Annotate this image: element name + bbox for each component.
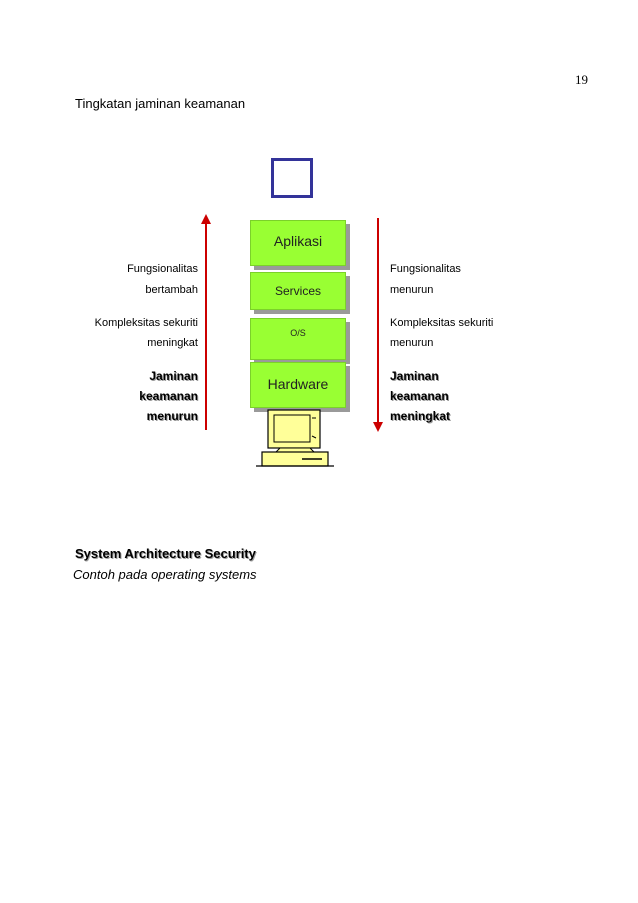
layer-hardware: Hardware — [250, 362, 346, 408]
left-complexity-line1: Kompleksitas sekuriti — [94, 317, 198, 329]
right-functionality-line2: menurun — [390, 284, 434, 296]
layer-hardware-label: Hardware — [267, 376, 329, 392]
left-complexity-line2: meningkat — [147, 337, 198, 349]
layer-aplikasi-label: Aplikasi — [273, 233, 323, 249]
arrow-head-up-icon — [201, 214, 211, 224]
left-functionality-line1: Fungsionalitas — [127, 263, 198, 275]
arrow-head-down-icon — [373, 422, 383, 432]
right-assurance-line2: keamanan — [390, 389, 449, 403]
right-complexity-line1: Kompleksitas sekuriti — [390, 317, 494, 329]
left-assurance-line2: keamanan — [139, 389, 198, 403]
layer-services: Services — [250, 272, 346, 310]
layer-aplikasi: Aplikasi — [250, 220, 346, 266]
right-down-arrow — [377, 218, 379, 424]
layer-services-label: Services — [274, 284, 321, 298]
left-functionality-line2: bertambah — [145, 284, 198, 296]
left-up-arrow — [205, 222, 207, 430]
blue-square-shape — [271, 158, 313, 198]
section-subtitle: Contoh pada operating systems — [73, 567, 257, 582]
page-number: 19 — [575, 72, 588, 87]
layer-os-label: O/S — [290, 328, 306, 338]
left-assurance-line1: Jaminan — [149, 369, 198, 383]
layer-os: O/S — [250, 318, 346, 360]
right-assurance-line3: meningkat — [390, 409, 451, 423]
section-title: System Architecture Security — [75, 546, 256, 561]
page-heading: Tingkatan jaminan keamanan — [75, 96, 246, 111]
right-complexity-line2: menurun — [390, 337, 434, 349]
right-functionality-line1: Fungsionalitas — [390, 263, 461, 275]
computer-icon — [256, 409, 334, 467]
left-assurance-line3: menurun — [146, 409, 198, 423]
right-assurance-line1: Jaminan — [390, 369, 439, 383]
